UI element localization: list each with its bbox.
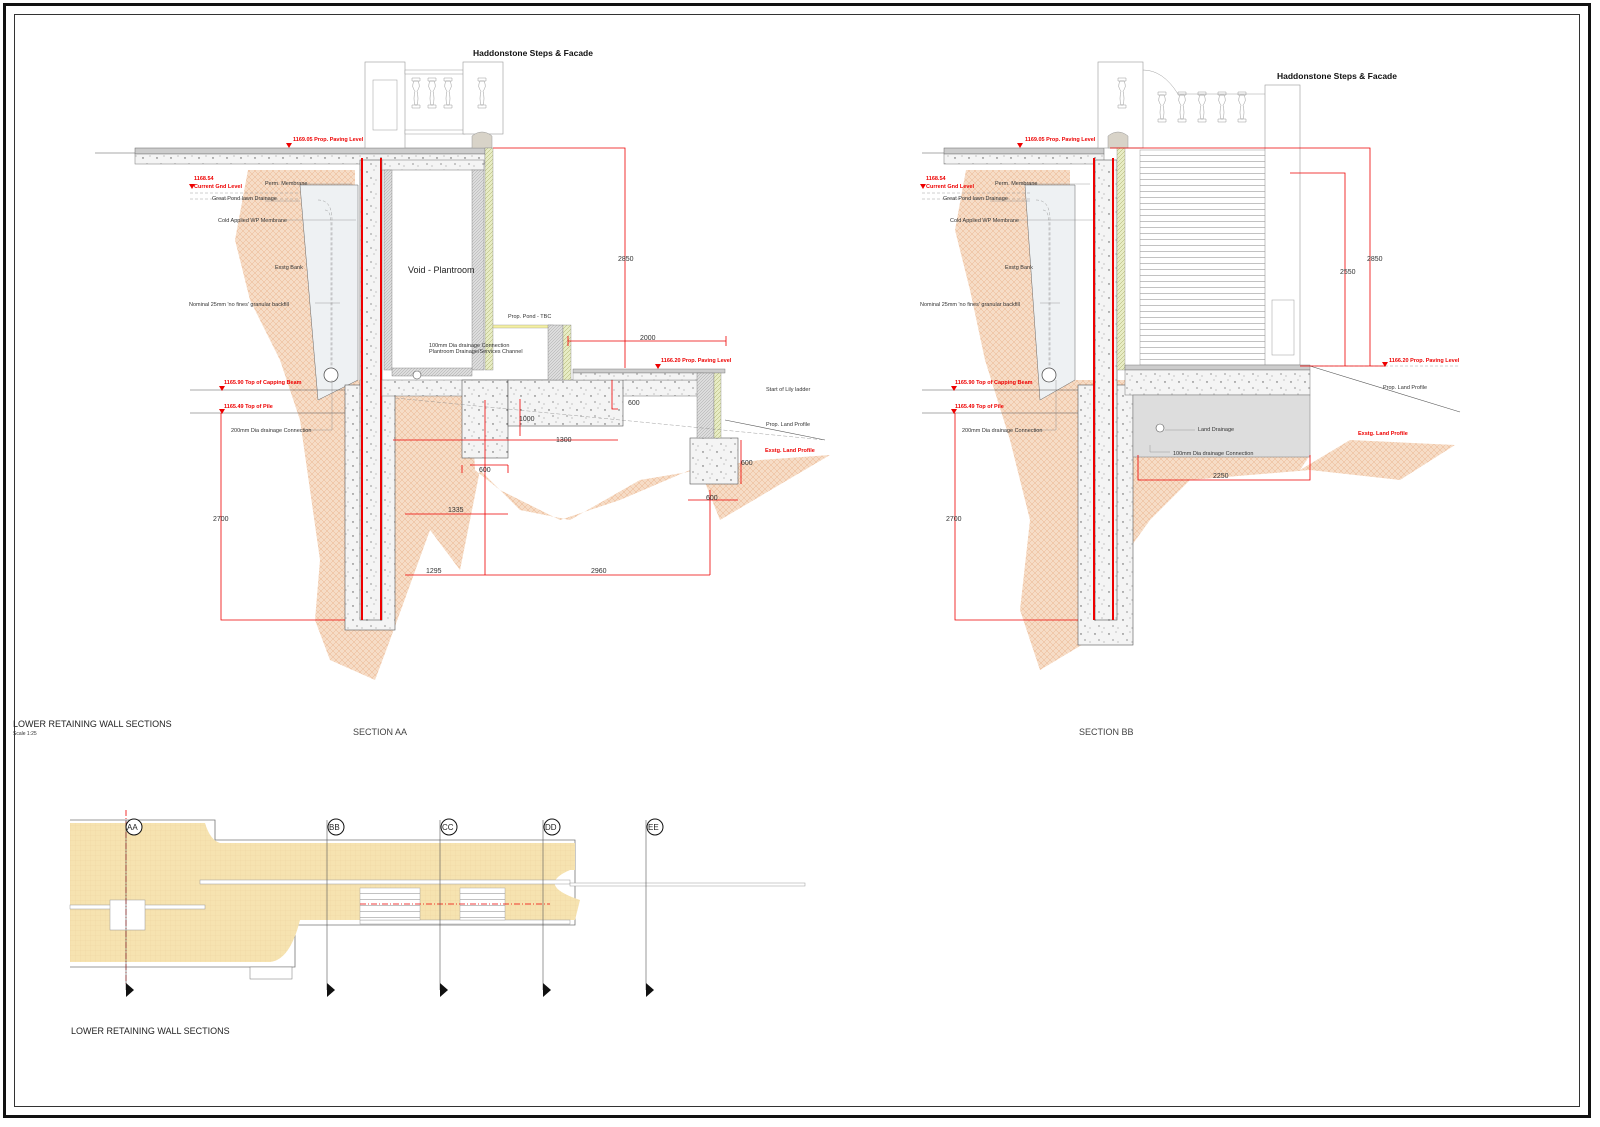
- dim-1000: 1000: [519, 416, 535, 423]
- dim-1335: 1335: [448, 507, 464, 514]
- dim-600: 600: [706, 495, 718, 502]
- label-exstg-land: Exstg. Land Profile: [765, 448, 815, 454]
- steps: [1139, 149, 1271, 366]
- label-lily-ladder: Start of Lily ladder: [766, 387, 810, 393]
- heading-bb: Haddonstone Steps & Facade: [1277, 71, 1397, 81]
- drainage-pipe: [1041, 367, 1057, 383]
- section-aa: Haddonstone Steps & Facade Void - Plantr…: [95, 48, 830, 737]
- label-cold-applied: Cold Applied WP Membrane: [218, 218, 287, 224]
- section-marker-ee[interactable]: EE: [645, 818, 664, 997]
- dim-600: 600: [628, 400, 640, 407]
- label-drain-100: 100mm Dia drainage Connection: [1173, 451, 1253, 457]
- backfill-zone: [299, 184, 359, 401]
- plan-title: LOWER RETAINING WALL SECTIONS: [71, 1026, 230, 1036]
- label-great-pond: Great Pond lawn Drainage: [943, 196, 1008, 202]
- level-marker: [286, 143, 292, 148]
- dim-2550: 2550: [1340, 269, 1356, 276]
- label-great-pond: Great Pond lawn Drainage: [212, 196, 277, 202]
- drawing-frame: [14, 14, 1580, 1107]
- label-plant-channel: Plantroom Drainage/Services Channel: [429, 349, 523, 355]
- retaining-wall: [359, 159, 383, 621]
- level-current-gnd: Current Gnd Level: [926, 184, 974, 190]
- dim-600: 600: [741, 460, 753, 467]
- section-marker-aa[interactable]: AA: [125, 818, 143, 997]
- dim-2250: 2250: [1213, 473, 1229, 480]
- dim-1295: 1295: [426, 568, 442, 575]
- dim-2850: 2850: [1367, 256, 1383, 263]
- label-backfill: Nominal 25mm 'no fines' granular backfil…: [920, 302, 1020, 308]
- balustrade: [364, 61, 504, 149]
- section-bb: Haddonstone Steps & Facade 1169.05 Prop.…: [920, 61, 1461, 737]
- level-top-pile: 1165.49 Top of Pile: [955, 404, 1004, 410]
- sheet-title: LOWER RETAINING WALL SECTIONS: [13, 719, 172, 729]
- section-marker-dd[interactable]: DD: [542, 818, 561, 997]
- level-capping: 1165.90 Top of Capping Beam: [224, 380, 302, 386]
- paving-area: [70, 823, 580, 962]
- section-aa-caption: SECTION AA: [353, 727, 407, 737]
- room-label: Void - Plantroom: [408, 265, 475, 275]
- paving-slab: [134, 147, 486, 155]
- section-bb-caption: SECTION BB: [1079, 727, 1134, 737]
- label-drain-200: 200mm Dia drainage Connection: [962, 428, 1042, 434]
- dim-1300: 1300: [556, 437, 572, 444]
- level-prop-paving: 1169.05 Prop. Paving Level: [1025, 137, 1096, 143]
- section-marker-bb[interactable]: BB: [326, 818, 345, 997]
- marker-label: CC: [442, 823, 454, 832]
- label-cold-applied: Cold Applied WP Membrane: [950, 218, 1019, 224]
- sheet-scale: Scale 1:25: [13, 731, 37, 737]
- level-current-gnd-value: 1168.54: [926, 176, 947, 182]
- dim-2850: 2850: [618, 256, 634, 263]
- label-exstg-land: Exstg. Land Profile: [1358, 431, 1408, 437]
- label-perm-membrane: Perm. Membrane: [995, 181, 1038, 187]
- label-exstg-bank: Exstg Bank: [1005, 265, 1033, 271]
- label-drain-200: 200mm Dia drainage Connection: [231, 428, 311, 434]
- level-capping: 1165.90 Top of Capping Beam: [955, 380, 1033, 386]
- drainage-pipe: [323, 367, 339, 383]
- dim-2700: 2700: [213, 516, 229, 523]
- level-top-pile: 1165.49 Top of Pile: [224, 404, 273, 410]
- dim-600: 600: [479, 467, 491, 474]
- label-prop-pond: Prop. Pond - TBC: [508, 314, 551, 320]
- label-prop-land: Prop. Land Profile: [766, 422, 810, 428]
- dim-2960: 2960: [591, 568, 607, 575]
- marker-label: BB: [329, 823, 340, 832]
- dim-2000: 2000: [640, 335, 656, 342]
- marker-label: DD: [545, 823, 557, 832]
- heading-aa: Haddonstone Steps & Facade: [473, 48, 593, 58]
- label-prop-land: Prop. Land Profile: [1383, 385, 1427, 391]
- level-lower-paving: 1166.20 Prop. Paving Level: [1389, 358, 1460, 364]
- label-drain-100: 100mm Dia drainage Connection: [429, 343, 509, 349]
- label-land-drainage: Land Drainage: [1198, 427, 1234, 433]
- level-current-gnd-value: 1168.54: [194, 176, 215, 182]
- level-lower-paving: 1166.20 Prop. Paving Level: [661, 358, 732, 364]
- label-exstg-bank: Exstg Bank: [275, 265, 303, 271]
- label-perm-membrane: Perm. Membrane: [265, 181, 308, 187]
- label-backfill: Nominal 25mm 'no fines' granular backfil…: [189, 302, 289, 308]
- level-prop-paving: 1169.05 Prop. Paving Level: [293, 137, 364, 143]
- site-plan: [69, 810, 806, 985]
- dim-2700: 2700: [946, 516, 962, 523]
- marker-label: EE: [648, 823, 659, 832]
- section-marker-cc[interactable]: CC: [439, 818, 458, 997]
- marker-label: AA: [127, 823, 138, 832]
- level-current-gnd: Current Gnd Level: [194, 184, 242, 190]
